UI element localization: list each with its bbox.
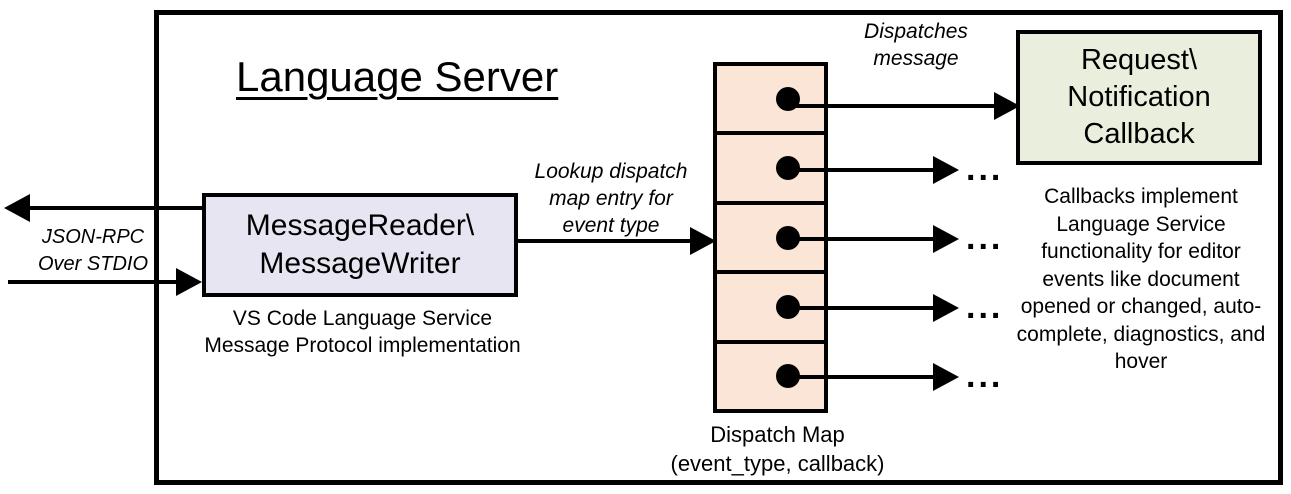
request-notification-callback-box[interactable]: Request\ Notification Callback [1016,30,1262,165]
dispatch-row-5-ellipsis: ... [966,357,1004,395]
dispatch-row-3-ellipsis: ... [966,219,1004,257]
dispatch-row-4-ellipsis: ... [966,288,1004,326]
message-reader-writer-box[interactable]: MessageReader\ MessageWriter [202,193,518,297]
lookup-arrow-head [690,227,716,255]
dispatch-row-2-ellipsis: ... [966,150,1004,188]
jsonrpc-out-arrowhead [4,194,30,222]
dispatch-map-caption: Dispatch Map (event_type, callback) [670,422,885,476]
dispatch-row-1[interactable] [717,66,824,136]
dispatches-edge-label: Dispatches message [864,20,968,70]
message-reader-writer-label: MessageReader\ MessageWriter [245,209,475,280]
dispatch-row-5-arrowhead [933,363,959,391]
dispatch-row-1-arrowhead [994,92,1020,120]
lookup-edge-label: Lookup dispatch map entry for event type [534,160,688,237]
dispatch-map-table[interactable] [713,62,828,413]
dispatch-row-1-line [784,104,1000,108]
dispatch-row-2-line [784,168,939,172]
jsonrpc-in-arrowhead [176,268,202,296]
dispatch-row-4-line [784,306,939,310]
page-title: Language Server [236,53,559,100]
callback-caption: Callbacks implement Language Service fun… [1016,185,1266,373]
dispatch-row-3-line [784,237,939,241]
jsonrpc-out-line [30,206,205,210]
jsonrpc-edge-label: JSON-RPC Over STDIO [37,226,148,275]
message-reader-writer-caption: VS Code Language Service Message Protoco… [204,307,521,357]
language-server-boundary [154,10,1283,485]
dispatch-row-3-arrowhead [933,225,959,253]
lookup-arrow-line [518,239,696,243]
dispatch-row-2-arrowhead [933,156,959,184]
dispatch-row-4-arrowhead [933,294,959,322]
request-notification-callback-label: Request\ Notification Callback [1067,44,1211,150]
jsonrpc-in-line [8,280,178,284]
dispatch-row-5-line [784,375,939,379]
